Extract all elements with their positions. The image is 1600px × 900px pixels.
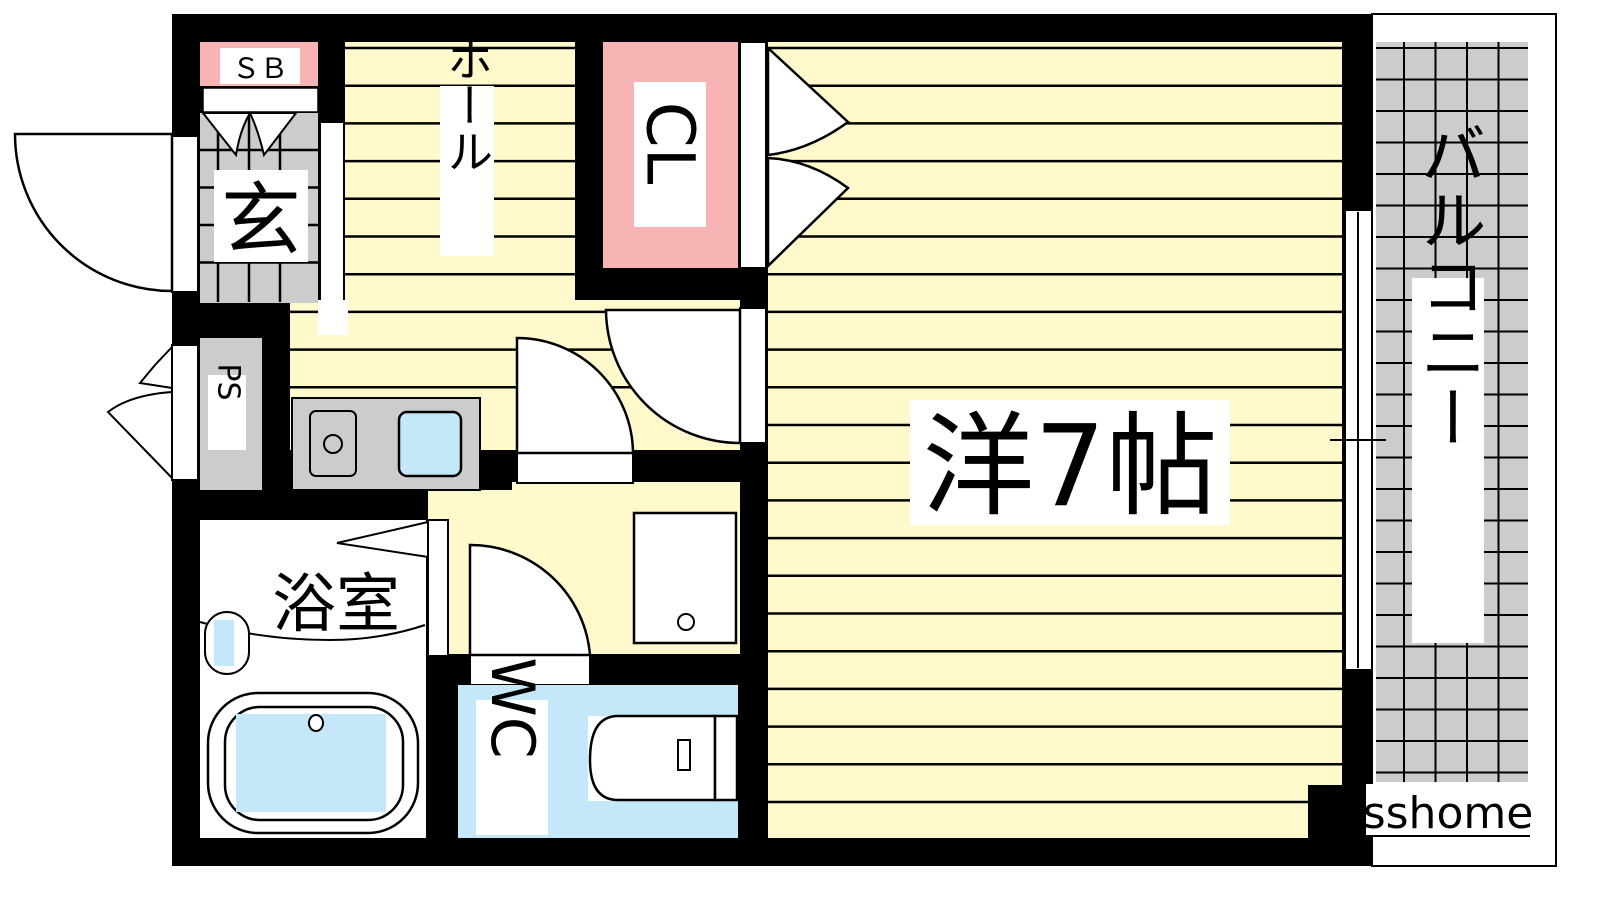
balcony-label: バルコニー (1410, 120, 1487, 450)
sink-icon (397, 410, 463, 478)
hall-label: ホール (440, 36, 494, 174)
pillar (1308, 785, 1344, 838)
shoe-box-label: ＳＢ (232, 52, 288, 85)
pipe-space-label: PS (211, 363, 246, 400)
front-door[interactable] (13, 132, 174, 293)
ps-door[interactable] (106, 344, 173, 481)
closet-door[interactable] (739, 41, 767, 269)
wc-door[interactable] (468, 543, 592, 657)
entrance-label: 玄 (221, 174, 301, 267)
western-room-label: 洋7帖 (922, 402, 1217, 532)
washing-machine-space (632, 511, 738, 645)
toilet-icon (588, 714, 717, 802)
closet-door-swing (766, 45, 850, 269)
closet-label: CL (632, 102, 709, 185)
toilet-label: WC (477, 657, 547, 758)
bathroom-label: 浴室 (272, 568, 400, 642)
room-door[interactable] (604, 308, 742, 445)
stove-icon (309, 410, 357, 477)
hall-door[interactable] (515, 336, 635, 455)
watermark: sshome (1363, 788, 1534, 839)
